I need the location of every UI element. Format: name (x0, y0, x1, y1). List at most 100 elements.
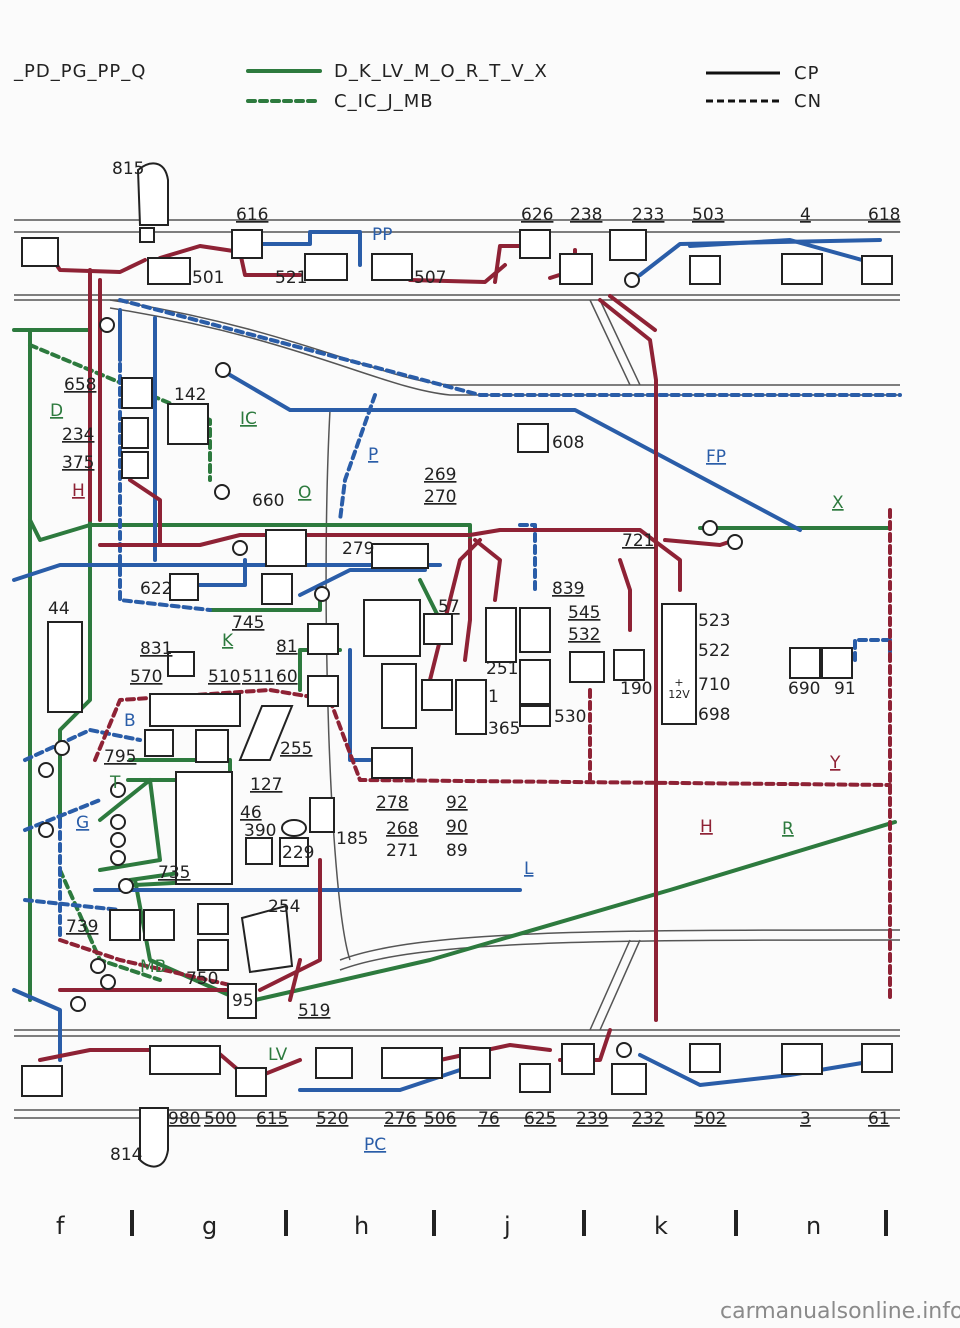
label-815: 815 (112, 159, 144, 179)
component-523-stack (661, 603, 697, 725)
label-190: 190 (620, 679, 652, 699)
component-735 (197, 903, 229, 935)
wire-label-h-left: H (72, 481, 85, 501)
label-618: 618 (868, 205, 900, 225)
wire-label-g: G (76, 813, 89, 833)
component-622 (169, 573, 199, 601)
component-185 (309, 797, 335, 833)
component-239 (561, 1043, 595, 1075)
label-710: 710 (698, 675, 730, 695)
wire-label-r: R (782, 819, 794, 839)
label-375: 375 (62, 453, 94, 473)
legend-row1-left: _PD_PG_PP_Q (13, 61, 146, 82)
label-4: 4 (800, 205, 811, 225)
mirror-814 (139, 1107, 169, 1168)
wire-label-h-right: H (700, 817, 713, 837)
label-269: 269 (424, 465, 456, 485)
label-520: 520 (316, 1109, 348, 1129)
component-626 (519, 229, 551, 259)
label-660: 660 (252, 491, 284, 511)
column-k: k (654, 1212, 668, 1240)
components: m4 + 12V m3 (21, 162, 893, 1168)
component-660 (265, 529, 307, 567)
wire-labels: PP IC D H P FP O X K B T G Y H R L MB LV… (48, 225, 844, 1155)
column-n: n (806, 1212, 821, 1240)
component-739 (109, 909, 141, 941)
component-750 (197, 939, 229, 971)
component-831 (167, 651, 195, 677)
component-234 (121, 417, 149, 449)
label-1: 1 (488, 687, 499, 707)
component-57-group (363, 599, 421, 657)
wire-label-o: O (298, 483, 311, 503)
component-501 (147, 257, 191, 285)
label-502: 502 (694, 1109, 726, 1129)
component-625 (519, 1063, 551, 1093)
component-690 (789, 647, 821, 679)
label-44: 44 (48, 599, 70, 619)
component-61 (861, 1043, 893, 1073)
component-60 (307, 675, 339, 707)
label-278: 278 (376, 793, 408, 813)
component-615 (235, 1067, 267, 1097)
component-76 (459, 1047, 491, 1079)
column-j: j (503, 1212, 511, 1240)
label-60: 60 (276, 667, 298, 687)
wire-label-t: T (109, 773, 121, 793)
label-532: 532 (568, 625, 600, 645)
component-507 (371, 253, 413, 281)
labels-mid: 658 142 234 375 608 269 270 660 279 721 … (62, 375, 856, 1011)
component-503 (689, 255, 721, 285)
component-839 (519, 607, 551, 653)
label-622: 622 (140, 579, 172, 599)
label-735: 735 (158, 863, 190, 883)
component-365 (455, 679, 487, 735)
wire-label-p: P (368, 445, 378, 465)
label-89: 89 (446, 841, 468, 861)
label-507: 507 (414, 268, 446, 288)
label-95: 95 (232, 991, 254, 1011)
component-616 (231, 229, 263, 259)
label-270: 270 (424, 487, 456, 507)
component-255 (238, 705, 294, 761)
label-233: 233 (632, 205, 664, 225)
wire-label-l: L (524, 859, 534, 879)
mirror-815 (136, 162, 169, 226)
label-365: 365 (488, 719, 520, 739)
label-658: 658 (64, 375, 96, 395)
legend: _PD_PG_PP_Q D_K_LV_M_O_R_T_V_X C_IC_J_MB… (13, 61, 821, 112)
wire-label-x: X (832, 493, 844, 513)
component-658 (121, 377, 153, 409)
label-625: 625 (524, 1109, 556, 1129)
label-254: 254 (268, 897, 300, 917)
label-745: 745 (232, 613, 264, 633)
component-232 (611, 1063, 647, 1095)
component-980-500 (149, 1045, 221, 1075)
wire-label-k: K (222, 631, 234, 651)
column-g: g (202, 1212, 217, 1240)
label-57: 57 (438, 597, 460, 617)
wire-label-pp: PP (372, 225, 393, 245)
component-142 (167, 403, 209, 445)
module-m4-label: m4 (576, 661, 599, 677)
label-523: 523 (698, 611, 730, 631)
component-254 (240, 904, 294, 974)
wire-label-d: D (50, 401, 63, 421)
wire-label-ic: IC (240, 409, 257, 429)
label-142: 142 (174, 385, 206, 405)
label-268: 268 (386, 819, 418, 839)
label-92: 92 (446, 793, 468, 813)
column-h: h (354, 1212, 369, 1240)
label-698: 698 (698, 705, 730, 725)
label-615: 615 (256, 1109, 288, 1129)
label-519: 519 (298, 1001, 330, 1021)
label-46: 46 (240, 803, 262, 823)
component-233 (609, 229, 647, 261)
component-81 (307, 623, 339, 655)
label-530: 530 (554, 707, 586, 727)
wire-label-b: B (124, 711, 136, 731)
component-44 (47, 621, 83, 713)
component-229-cap (281, 819, 307, 837)
label-814: 814 (110, 1145, 142, 1165)
component-278 (371, 747, 413, 779)
